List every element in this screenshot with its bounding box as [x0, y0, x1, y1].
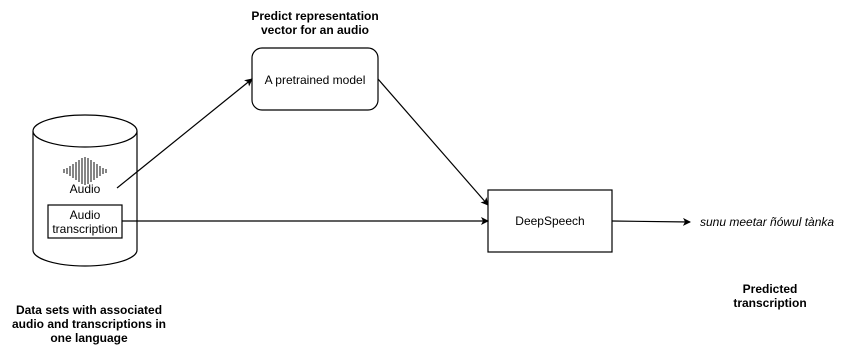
datasets-label-line2: audio and transcriptions in — [11, 317, 166, 331]
predicted-label-line2: transcription — [733, 296, 807, 310]
predict-label-line2: vector for an audio — [260, 23, 370, 37]
deepspeech-label: DeepSpeech — [515, 214, 585, 228]
predict-label: Predict representation vector for an aud… — [232, 9, 398, 37]
deepspeech-box — [487, 189, 613, 253]
datasets-label-line1: Data sets with associated — [15, 303, 163, 317]
audio-transcription-label: Audio transcription — [48, 208, 122, 236]
datasets-label-line3: one language — [50, 331, 128, 345]
audio-transcription-line2: transcription — [52, 222, 118, 236]
arrow-audio-to-model — [116, 78, 253, 189]
datasets-label: Data sets with associated audio and tran… — [0, 303, 178, 345]
audio-waveform-icon — [63, 157, 107, 185]
predicted-label: Predicted transcription — [720, 282, 820, 310]
predict-label-line1: Predict representation — [251, 9, 379, 23]
predicted-label-line1: Predicted — [742, 282, 798, 296]
audio-label: Audio — [69, 182, 101, 196]
audio-transcription-line1: Audio — [69, 208, 101, 222]
pretrained-model-label: A pretrained model — [264, 73, 366, 87]
arrow-deepspeech-to-output — [611, 217, 691, 226]
output-transcription-text: sunu meetar ñówul tànka — [700, 215, 835, 229]
arrow-model-to-deepspeech — [377, 78, 489, 206]
audio-transcription-box — [47, 204, 123, 239]
